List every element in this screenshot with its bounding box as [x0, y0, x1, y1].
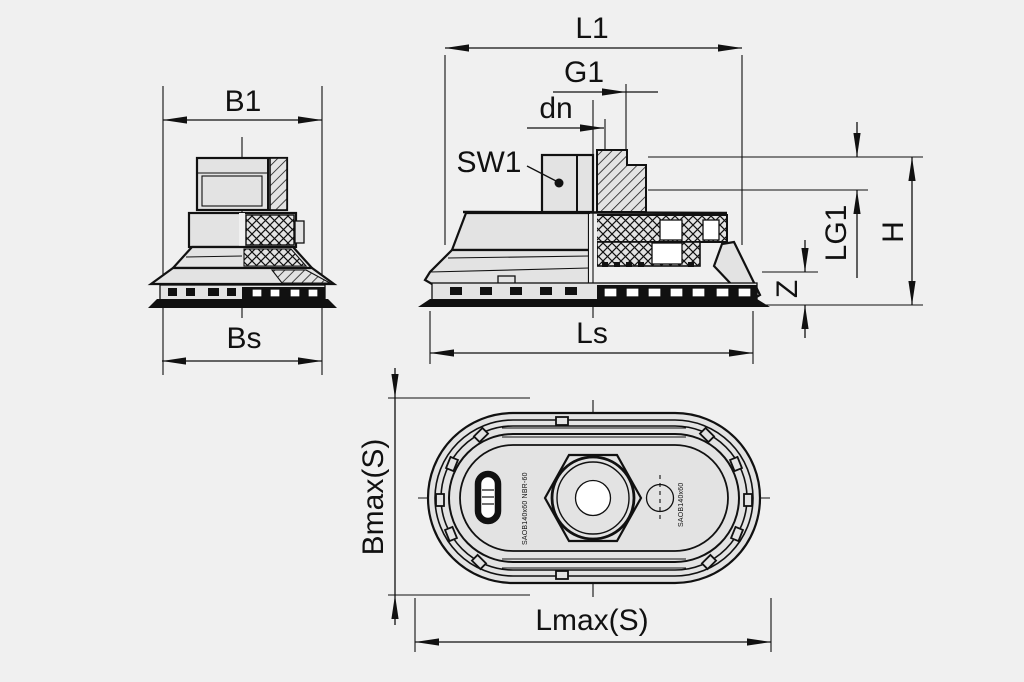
boss-cutout	[651, 242, 683, 265]
ls-label: Ls	[576, 317, 608, 350]
pad-bottom-band	[148, 299, 337, 308]
g1-label: G1	[564, 56, 604, 89]
callout-sw1: SW1	[456, 146, 564, 188]
dimension-ls: Ls	[429, 311, 754, 364]
flange-cutout	[659, 219, 683, 241]
dimension-h: H	[877, 157, 916, 305]
dimension-g1: G1	[553, 56, 658, 96]
dimension-lmax: Lmax(S)	[414, 598, 772, 652]
dimension-b1: B1	[163, 85, 322, 124]
interface-teeth	[602, 262, 694, 267]
rim-ring	[448, 433, 740, 563]
front-view: L1 G1 dn SW1 Ls LG1	[418, 12, 923, 364]
fitting-inner	[201, 175, 263, 207]
dimension-dn: dn	[527, 92, 604, 132]
z-label: Z	[771, 280, 804, 298]
pad-bottom-band	[418, 299, 770, 307]
fitting-section	[596, 149, 647, 213]
dimension-l1: L1	[445, 12, 742, 52]
bellows-crease	[185, 255, 243, 258]
rim-ring	[434, 419, 754, 577]
lmax-label: Lmax(S)	[535, 604, 648, 637]
bellows-crease	[429, 267, 590, 273]
dimension-lg1: LG1	[820, 122, 861, 278]
dimension-bs: Bs	[162, 322, 322, 365]
body-section-lower	[596, 241, 701, 267]
vacuum-slot-ticks	[482, 489, 494, 505]
flange-tab	[294, 220, 305, 244]
inner-oval	[459, 444, 729, 552]
hex-nut	[540, 153, 595, 214]
sw1-label: SW1	[456, 146, 521, 179]
body-left	[450, 211, 591, 252]
bs-label: Bs	[226, 322, 261, 355]
center-hole	[574, 479, 612, 517]
boss-circle-inner	[556, 461, 630, 535]
l1-label: L1	[575, 12, 608, 45]
side-view: B1 Bs	[147, 85, 338, 375]
bmax-label: Bmax(S)	[357, 439, 390, 556]
h-label: H	[877, 221, 910, 243]
part-marking-left: SAOB140x60 NBR-60	[522, 472, 529, 545]
rim-tabs	[435, 416, 753, 580]
flange-cutout	[702, 219, 720, 241]
bottom-view: SAOB140x60 NBR-60 SAOB140x60 Bmax(S) Lma…	[357, 368, 772, 652]
boss-circle-outer	[550, 455, 636, 541]
part-marking-right: SAOB140x60	[678, 483, 685, 527]
dimension-bmax: Bmax(S)	[357, 368, 530, 625]
sw1-leader-dot	[554, 178, 564, 188]
pad-slots	[450, 285, 757, 301]
dimension-z: Z	[771, 240, 809, 338]
lg1-label: LG1	[820, 205, 853, 262]
sw1-leader	[526, 165, 559, 183]
pad-slots	[168, 287, 325, 300]
flange-section-hatch	[245, 214, 295, 246]
dn-label: dn	[539, 92, 572, 125]
bellows-section-hatch	[243, 248, 308, 267]
section-gap	[239, 213, 245, 247]
b1-label: B1	[225, 85, 262, 118]
bellows-crease	[447, 255, 590, 259]
fitting-section-hatch	[269, 157, 288, 211]
lip-section-hatch	[270, 269, 331, 284]
